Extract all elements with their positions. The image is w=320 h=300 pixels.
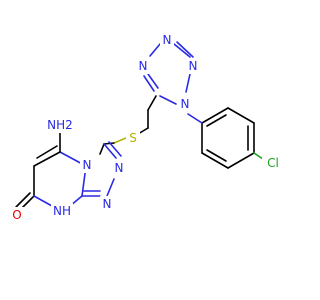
chlorophenyl-ring-bonds <box>187 107 264 169</box>
atom-n: N <box>103 197 112 211</box>
bond <box>147 95 157 111</box>
atom-o: O <box>12 208 21 222</box>
bond <box>176 41 194 58</box>
atom-labels: NH2 S Cl O NH N N N N N N N <box>10 32 284 223</box>
bond <box>159 95 177 105</box>
atom-n: N <box>163 33 172 47</box>
bond <box>99 143 105 155</box>
bond <box>143 75 155 92</box>
bond <box>15 192 31 208</box>
atom-s: S <box>129 131 137 145</box>
molecule-structure: NH2 S Cl O NH N N N N N N N <box>10 32 284 223</box>
atom-n: N <box>189 59 198 73</box>
bond <box>227 152 255 169</box>
bond <box>108 141 122 157</box>
bond <box>206 114 227 127</box>
bond <box>149 43 161 57</box>
atom-n: N <box>139 59 148 73</box>
atom-cl: Cl <box>267 156 279 170</box>
bond <box>201 107 229 124</box>
tetrazole-ring-bonds <box>143 41 194 111</box>
atom-n: N <box>115 161 124 175</box>
bond <box>113 137 127 144</box>
bond <box>147 73 159 89</box>
bond <box>173 43 191 58</box>
bond <box>201 152 229 169</box>
bond <box>253 152 264 160</box>
bond <box>36 145 58 159</box>
pyrimidinone-ring-bonds <box>15 123 87 211</box>
bond <box>103 142 115 145</box>
bond <box>33 151 61 167</box>
bond <box>185 73 191 93</box>
bond <box>227 107 255 124</box>
bond <box>103 143 117 159</box>
triazole-ring-bonds <box>81 141 122 197</box>
bond <box>206 149 227 162</box>
atom-nh2: NH2 <box>47 118 73 132</box>
bond <box>106 178 115 197</box>
atom-n: N <box>181 97 190 111</box>
bond <box>187 113 203 124</box>
bond <box>33 195 53 207</box>
atom-nh: NH <box>53 204 71 218</box>
atom-n: N <box>83 158 92 172</box>
